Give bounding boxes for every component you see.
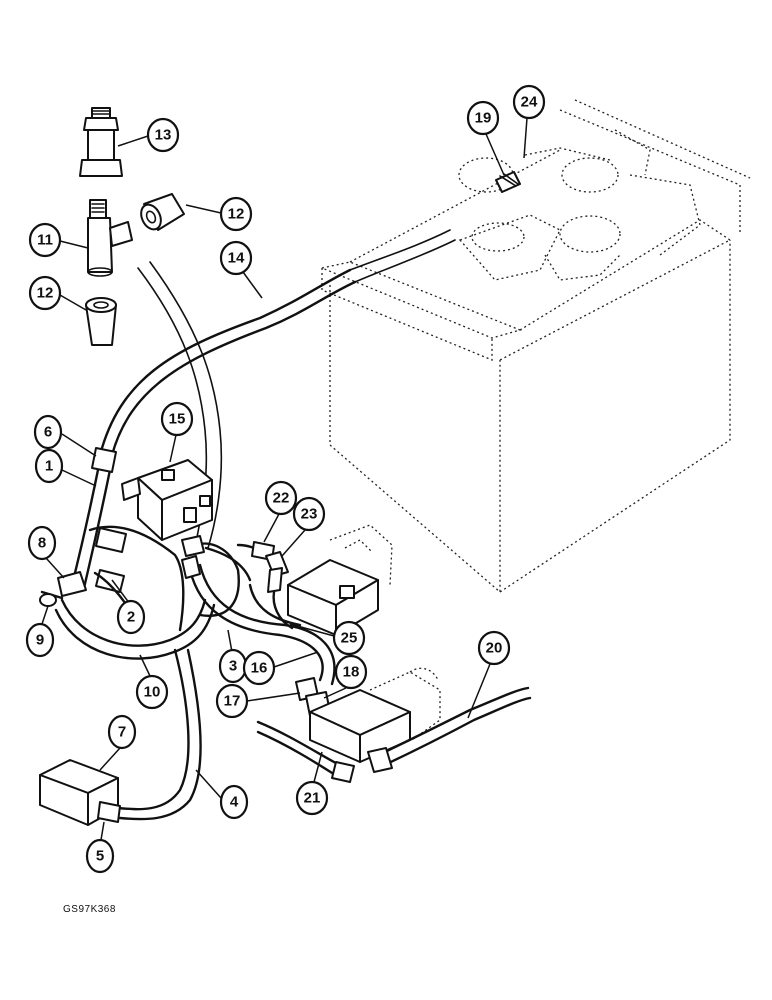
callout-1: 1 [34, 448, 97, 487]
callout-19: 19 [466, 100, 505, 176]
hose-3-group [181, 535, 336, 686]
callout-12-lower: 12 [28, 275, 87, 311]
callout-23: 23 [281, 496, 326, 557]
callout-label: 18 [343, 664, 360, 681]
callout-10: 10 [135, 654, 169, 710]
callout-label: 8 [38, 535, 46, 552]
callout-label: 17 [224, 693, 241, 710]
callout-label: 5 [96, 848, 104, 865]
nut-12-upper [140, 193, 185, 231]
callout-5: 5 [85, 821, 115, 874]
callout-label: 10 [144, 684, 161, 701]
callout-label: 16 [251, 660, 268, 677]
callout-label: 15 [169, 411, 186, 428]
callout-4: 4 [195, 769, 249, 820]
fittings-left-cluster [39, 525, 216, 660]
valve-block-15 [121, 459, 213, 541]
pump-assembly-right [236, 524, 393, 636]
callout-9: 9 [25, 605, 55, 658]
callout-label: 22 [273, 490, 290, 507]
hose-4 [116, 648, 202, 821]
callout-label: 13 [155, 127, 172, 144]
callout-label: 12 [228, 206, 245, 223]
callout-15: 15 [160, 401, 194, 463]
callout-label: 19 [475, 110, 492, 127]
callout-12-upper: 12 [185, 196, 253, 232]
callout-label: 11 [37, 232, 53, 249]
callout-8: 8 [27, 525, 65, 579]
callout-25: 25 [289, 620, 366, 656]
callout-label: 14 [228, 250, 245, 267]
callout-label: 24 [521, 94, 538, 111]
callout-22: 22 [263, 480, 298, 543]
nut-12-lower [85, 297, 117, 346]
callout-13: 13 [117, 117, 180, 153]
callout-14: 14 [219, 240, 263, 299]
callouts: 1 2 3 4 5 6 [25, 84, 546, 874]
callout-17: 17 [215, 683, 301, 719]
callout-label: 7 [118, 724, 126, 741]
hose-1 [70, 447, 117, 590]
hose-14 [98, 229, 456, 457]
callout-label: 23 [301, 506, 318, 523]
callout-24: 24 [512, 84, 546, 159]
block-7 [39, 759, 121, 826]
reservoir-outline [319, 99, 751, 594]
callout-label: 9 [36, 632, 44, 649]
figure-code: GS97K368 [63, 904, 116, 915]
callout-20: 20 [467, 630, 511, 719]
pump-assembly-lower [256, 667, 532, 783]
callout-6: 6 [33, 414, 97, 457]
callout-label: 25 [341, 630, 358, 647]
callout-3: 3 [218, 629, 248, 684]
callout-label: 4 [230, 794, 239, 811]
callout-label: 1 [45, 458, 53, 475]
callout-label: 20 [486, 640, 503, 657]
callout-21: 21 [295, 751, 329, 816]
callout-label: 6 [44, 424, 52, 441]
tank-fittings [495, 171, 521, 193]
tee-fitting-11 [87, 199, 133, 277]
callout-18: 18 [323, 654, 368, 699]
callout-label: 21 [304, 790, 321, 807]
callout-2: 2 [111, 579, 146, 635]
callout-11: 11 [28, 222, 89, 258]
callout-label: 3 [229, 658, 237, 675]
callout-label: 2 [127, 609, 135, 626]
callout-7: 7 [99, 714, 137, 771]
callout-16: 16 [242, 650, 319, 686]
adapter-13 [79, 107, 123, 177]
callout-label: 12 [37, 285, 54, 302]
